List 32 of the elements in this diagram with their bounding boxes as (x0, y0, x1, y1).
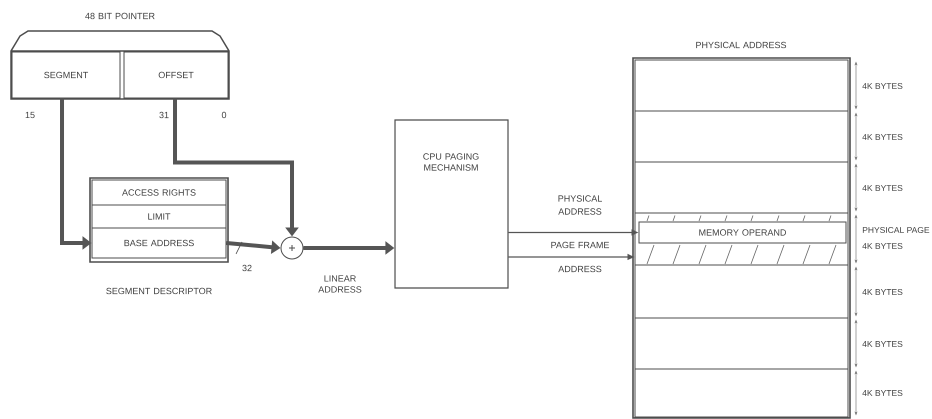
memory-page (634, 60, 848, 112)
memory-page (634, 368, 848, 418)
dimension-label: 4K BYTES (862, 340, 902, 347)
register-field: SEGMENT (12, 52, 120, 98)
node-label: PHYSICAL ADDRESS (696, 42, 786, 48)
dimension-label: 4K BYTES (862, 390, 902, 396)
dimension-label: 4K BYTES (862, 134, 902, 140)
bit-number: 31 (159, 112, 169, 118)
memory-page (634, 317, 848, 370)
edge-label: PHYSICAL ADDRESS (558, 195, 602, 215)
table-row: LIMIT (92, 204, 226, 228)
dimension-label: 4K BYTES (862, 242, 902, 249)
memory-operand-row: MEMORY OPERAND (638, 222, 846, 244)
edge-label: PAGE FRAME ADDRESS (551, 242, 610, 272)
edge-label: 32 (242, 264, 252, 272)
dimension-label: 4K BYTES (862, 184, 902, 191)
register-field: OFFSET (124, 52, 228, 98)
bit-number: 0 (222, 112, 226, 118)
table-row: BASE ADDRESS (92, 227, 226, 258)
dimension-label: PHYSICAL PAGE (862, 226, 930, 233)
memory-page (634, 264, 848, 318)
node-label: SEGMENT DESCRIPTOR (106, 288, 212, 294)
adder-circle (280, 236, 304, 260)
edge-label: LINEAR ADDRESS (318, 275, 362, 293)
memory-page (634, 212, 848, 266)
dimension-label: 4K BYTES (862, 288, 902, 295)
memory-page (634, 110, 848, 162)
memory-page (634, 162, 848, 214)
dimension-label: 4K BYTES (862, 82, 902, 89)
table-row: ACCESS RIGHTS (92, 180, 226, 206)
bit-number: 15 (26, 112, 35, 118)
process-box: CPU PAGING MECHANISM (394, 119, 509, 289)
